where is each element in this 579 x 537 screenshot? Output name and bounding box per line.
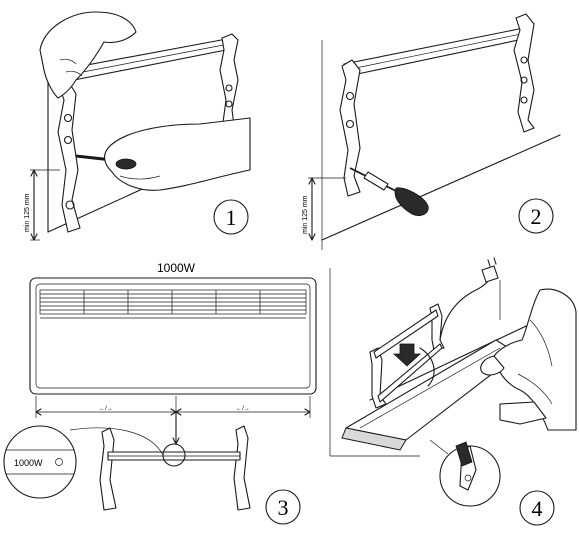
step-2-dimension-label: min 125 mm: [302, 195, 309, 234]
step-3-number: 3: [278, 495, 289, 520]
step-1-dimension-label: min 125 mm: [24, 193, 31, 232]
step-2-panel: min 125 mm 2: [302, 13, 561, 250]
step-3-inset-label: 1000W: [14, 458, 43, 468]
step-3-panel: 1000W ←/→ ←/→: [3, 261, 317, 525]
step-1-number: 1: [226, 205, 237, 230]
heater-body: [29, 277, 317, 395]
step-2-number: 2: [531, 204, 542, 229]
step-1-panel: min 125 mm 1: [24, 11, 251, 241]
step-3-dim-left: ←/→: [99, 406, 113, 412]
label-inset: 1000W: [3, 425, 77, 499]
step-4-number: 4: [532, 496, 543, 521]
step-3-heater-label: 1000W: [157, 261, 196, 275]
step-4-panel: 4: [329, 257, 577, 526]
mounting-bracket: [99, 425, 251, 511]
step-3-dim-right: ←/→: [236, 406, 250, 412]
heater-grill: [39, 289, 307, 315]
person-crouching: [480, 288, 577, 431]
